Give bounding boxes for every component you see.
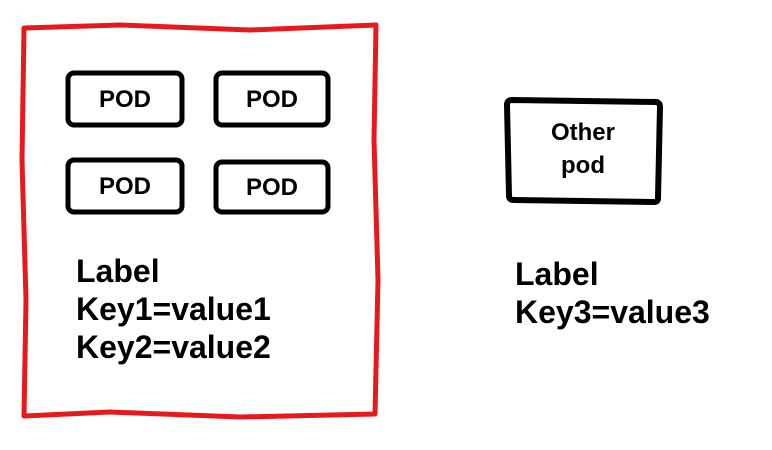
pod-box-4 — [213, 159, 331, 215]
pod-box-2 — [213, 70, 331, 128]
group-label-key1: Key1=value1 — [76, 291, 271, 327]
other-label-heading: Label — [515, 256, 599, 292]
pod-box-1 — [65, 70, 185, 128]
other-label-block: Label Key3=value3 — [515, 255, 710, 331]
group-label-block: Label Key1=value1 Key2=value2 — [76, 252, 271, 366]
other-label-key3: Key3=value3 — [515, 294, 710, 330]
pod-label-4: POD — [245, 174, 298, 201]
group-label-key2: Key2=value2 — [76, 329, 271, 365]
pod-group-border — [19, 22, 381, 420]
other-pod-label-line2: pod — [561, 152, 605, 179]
other-pod-label-line1: Other — [550, 119, 615, 146]
pod-label-3: POD — [98, 173, 151, 200]
group-label-heading: Label — [76, 253, 160, 289]
other-pod-box — [504, 97, 663, 205]
pod-label-2: POD — [245, 86, 298, 113]
other-pod-label: Other pod — [508, 116, 658, 182]
pod-box-3 — [65, 157, 185, 215]
pod-label-1: POD — [98, 86, 151, 113]
